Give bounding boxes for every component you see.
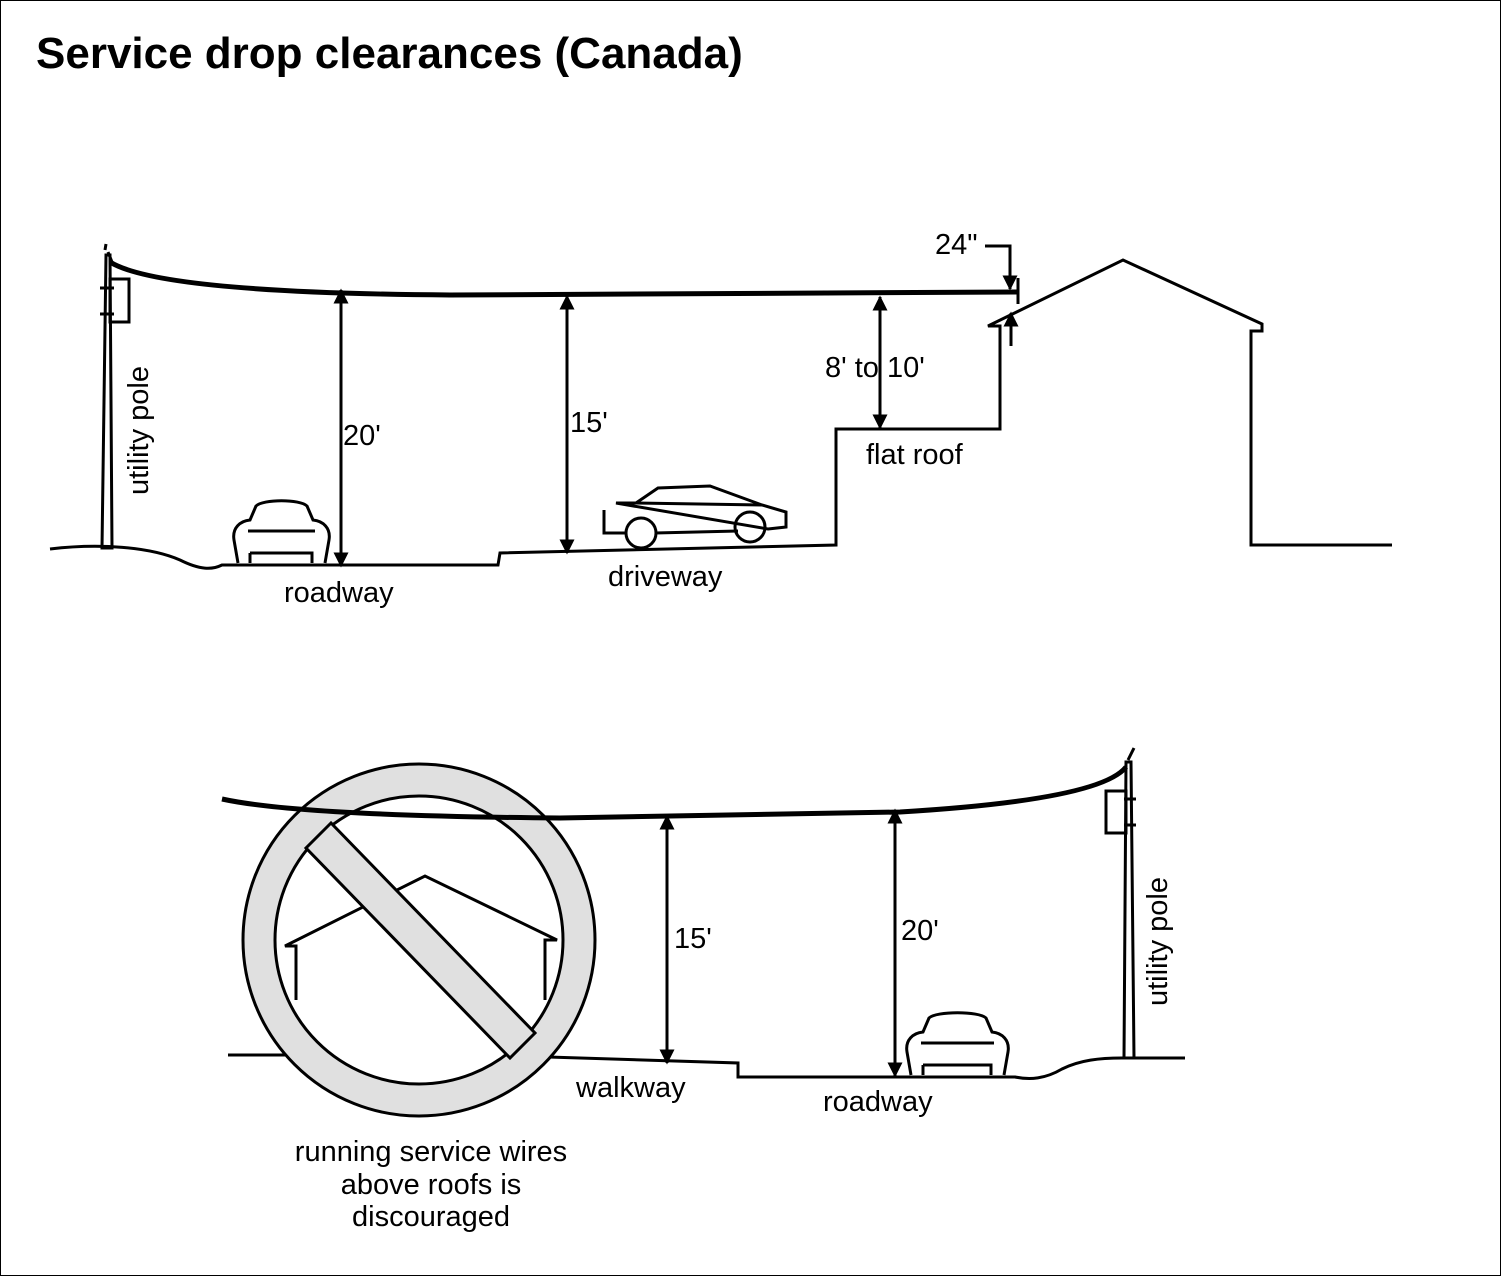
bottom-service-wire: [221, 765, 1128, 821]
top-ground-line: [49, 338, 1002, 570]
top-pole-label: utility pole: [123, 366, 155, 495]
driveway-clearance-label: 15': [570, 407, 608, 439]
prohibition-sign-icon: [241, 762, 597, 1118]
utility-pole-icon: [1104, 747, 1136, 1060]
bottom-ground-line: [228, 1053, 1185, 1080]
roadway-clearance-label: 20': [343, 420, 381, 452]
utility-pole-icon: [100, 243, 131, 550]
top-service-wire: [108, 259, 1019, 298]
flat-roof-clearance-label: 8' to 10': [825, 352, 925, 384]
eave-clearance-label: 24": [935, 229, 978, 261]
bottom-pole-label: utility pole: [1142, 877, 1174, 1006]
car-front-icon: [905, 1011, 1010, 1076]
car-front-icon: [232, 499, 331, 564]
warning-note-line: running service wires: [295, 1136, 567, 1168]
driveway-label: driveway: [608, 561, 723, 593]
car-side-icon: [602, 484, 788, 550]
top-scene: utility pole 20' roadway 15' driveway 8'…: [49, 229, 1392, 609]
walkway-clearance-label: 15': [674, 923, 712, 955]
bottom-scene: 15' walkway 20' roadway utility pole run…: [221, 747, 1185, 1233]
bottom-roadway-label: roadway: [823, 1086, 933, 1118]
page-title: Service drop clearances (Canada): [36, 29, 743, 78]
house-icon: [987, 258, 1392, 547]
warning-note-line: above roofs is: [341, 1169, 522, 1201]
flat-roof-label: flat roof: [866, 439, 964, 471]
warning-note-line: discouraged: [352, 1201, 510, 1233]
walkway-label: walkway: [575, 1072, 686, 1104]
bottom-roadway-clearance-label: 20': [901, 915, 939, 947]
roadway-label: roadway: [284, 577, 394, 609]
eave-clearance-leader: [985, 244, 1018, 291]
